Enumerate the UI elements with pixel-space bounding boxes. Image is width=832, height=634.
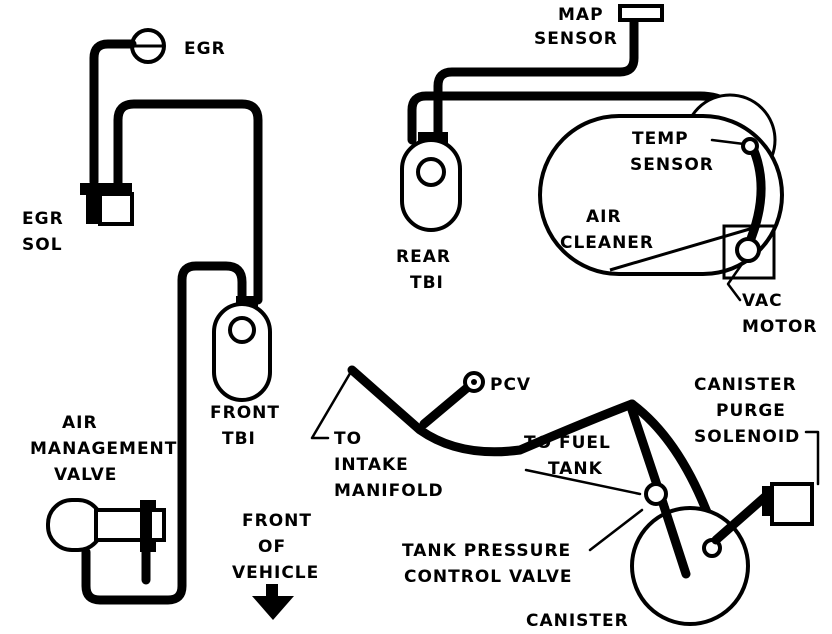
temp-sensor-leader <box>710 138 746 146</box>
air-management-valve-label-1: AIR <box>62 413 98 433</box>
canister-purge-solenoid-label-2: PURGE <box>716 401 786 421</box>
vac-motor-label-2: MOTOR <box>742 317 818 337</box>
map-sensor-label-2: SENSOR <box>534 29 618 49</box>
pcv-valve <box>463 371 485 393</box>
front-tbi <box>212 296 272 402</box>
front-of-vehicle-label-3: VEHICLE <box>232 563 319 583</box>
egr-hose <box>89 39 137 187</box>
temp-sensor-label-2: SENSOR <box>630 155 714 175</box>
front-tbi-label-2: TBI <box>222 429 256 449</box>
air-management-valve-label-3: VALVE <box>54 465 117 485</box>
fuel-tank-line <box>524 468 642 496</box>
rear-tbi <box>400 132 462 232</box>
egr-sol-label-1: EGR <box>22 209 64 229</box>
air-management-valve <box>46 498 166 585</box>
egr-label: EGR <box>184 39 226 59</box>
purge-solenoid-hose <box>711 491 771 545</box>
canister-purge-solenoid-label-3: SOLENOID <box>694 427 800 447</box>
temp-sensor-label-1: TEMP <box>632 129 689 149</box>
front-tbi-label-1: FRONT <box>210 403 280 423</box>
air-cleaner <box>538 93 784 280</box>
vac-motor-leader <box>726 262 744 302</box>
egr-solenoid <box>80 183 134 226</box>
air-cleaner-label-1: AIR <box>586 207 622 227</box>
pcv-label: PCV <box>490 375 531 395</box>
front-of-vehicle-arrow-icon <box>252 584 294 620</box>
rear-tbi-label-1: REAR <box>396 247 451 267</box>
intake-manifold-hose <box>347 365 637 457</box>
tank-pressure-control-valve-label-2: CONTROL VALVE <box>404 567 572 587</box>
to-fuel-tank-label-1: TO FUEL <box>524 433 611 453</box>
purge-solenoid-leader <box>804 430 820 486</box>
tank-pressure-control-valve-label-1: TANK PRESSURE <box>402 541 571 561</box>
canister-purge-solenoid <box>762 482 814 526</box>
to-intake-manifold-label-3: MANIFOLD <box>334 481 444 501</box>
to-intake-manifold-label-2: INTAKE <box>334 455 409 475</box>
vac-motor-label-1: VAC <box>742 291 783 311</box>
intake-manifold-leader <box>310 368 354 440</box>
canister <box>630 489 750 626</box>
vac-motor <box>735 237 761 263</box>
temp-sensor-to-vac-motor-hose <box>743 141 766 251</box>
rear-tbi-label-2: TBI <box>410 273 444 293</box>
egr-valve <box>130 28 166 64</box>
egr-sol-label-2: SOL <box>22 235 63 255</box>
canister-purge-solenoid-label-1: CANISTER <box>694 375 797 395</box>
front-of-vehicle-label-1: FRONT <box>242 511 312 531</box>
tank-pressure-control-valve <box>644 482 668 506</box>
map-sensor <box>618 4 664 22</box>
air-management-valve-label-2: MANAGEMENT <box>30 439 177 459</box>
tank-pressure-leader <box>588 508 644 552</box>
map-sensor-label-1: MAP <box>558 5 604 25</box>
to-fuel-tank-label-2: TANK <box>548 459 603 479</box>
map-sensor-hose <box>433 15 639 145</box>
egr-sol-to-front-tbi-hose <box>113 99 263 305</box>
front-tbi-to-air-valve-hose <box>81 261 247 605</box>
front-of-vehicle-label-2: OF <box>258 537 286 557</box>
temp-sensor <box>741 137 759 155</box>
to-intake-manifold-label-1: TO <box>334 429 362 449</box>
air-cleaner-label-2: CLEANER <box>560 233 654 253</box>
canister-label: CANISTER <box>526 611 629 631</box>
